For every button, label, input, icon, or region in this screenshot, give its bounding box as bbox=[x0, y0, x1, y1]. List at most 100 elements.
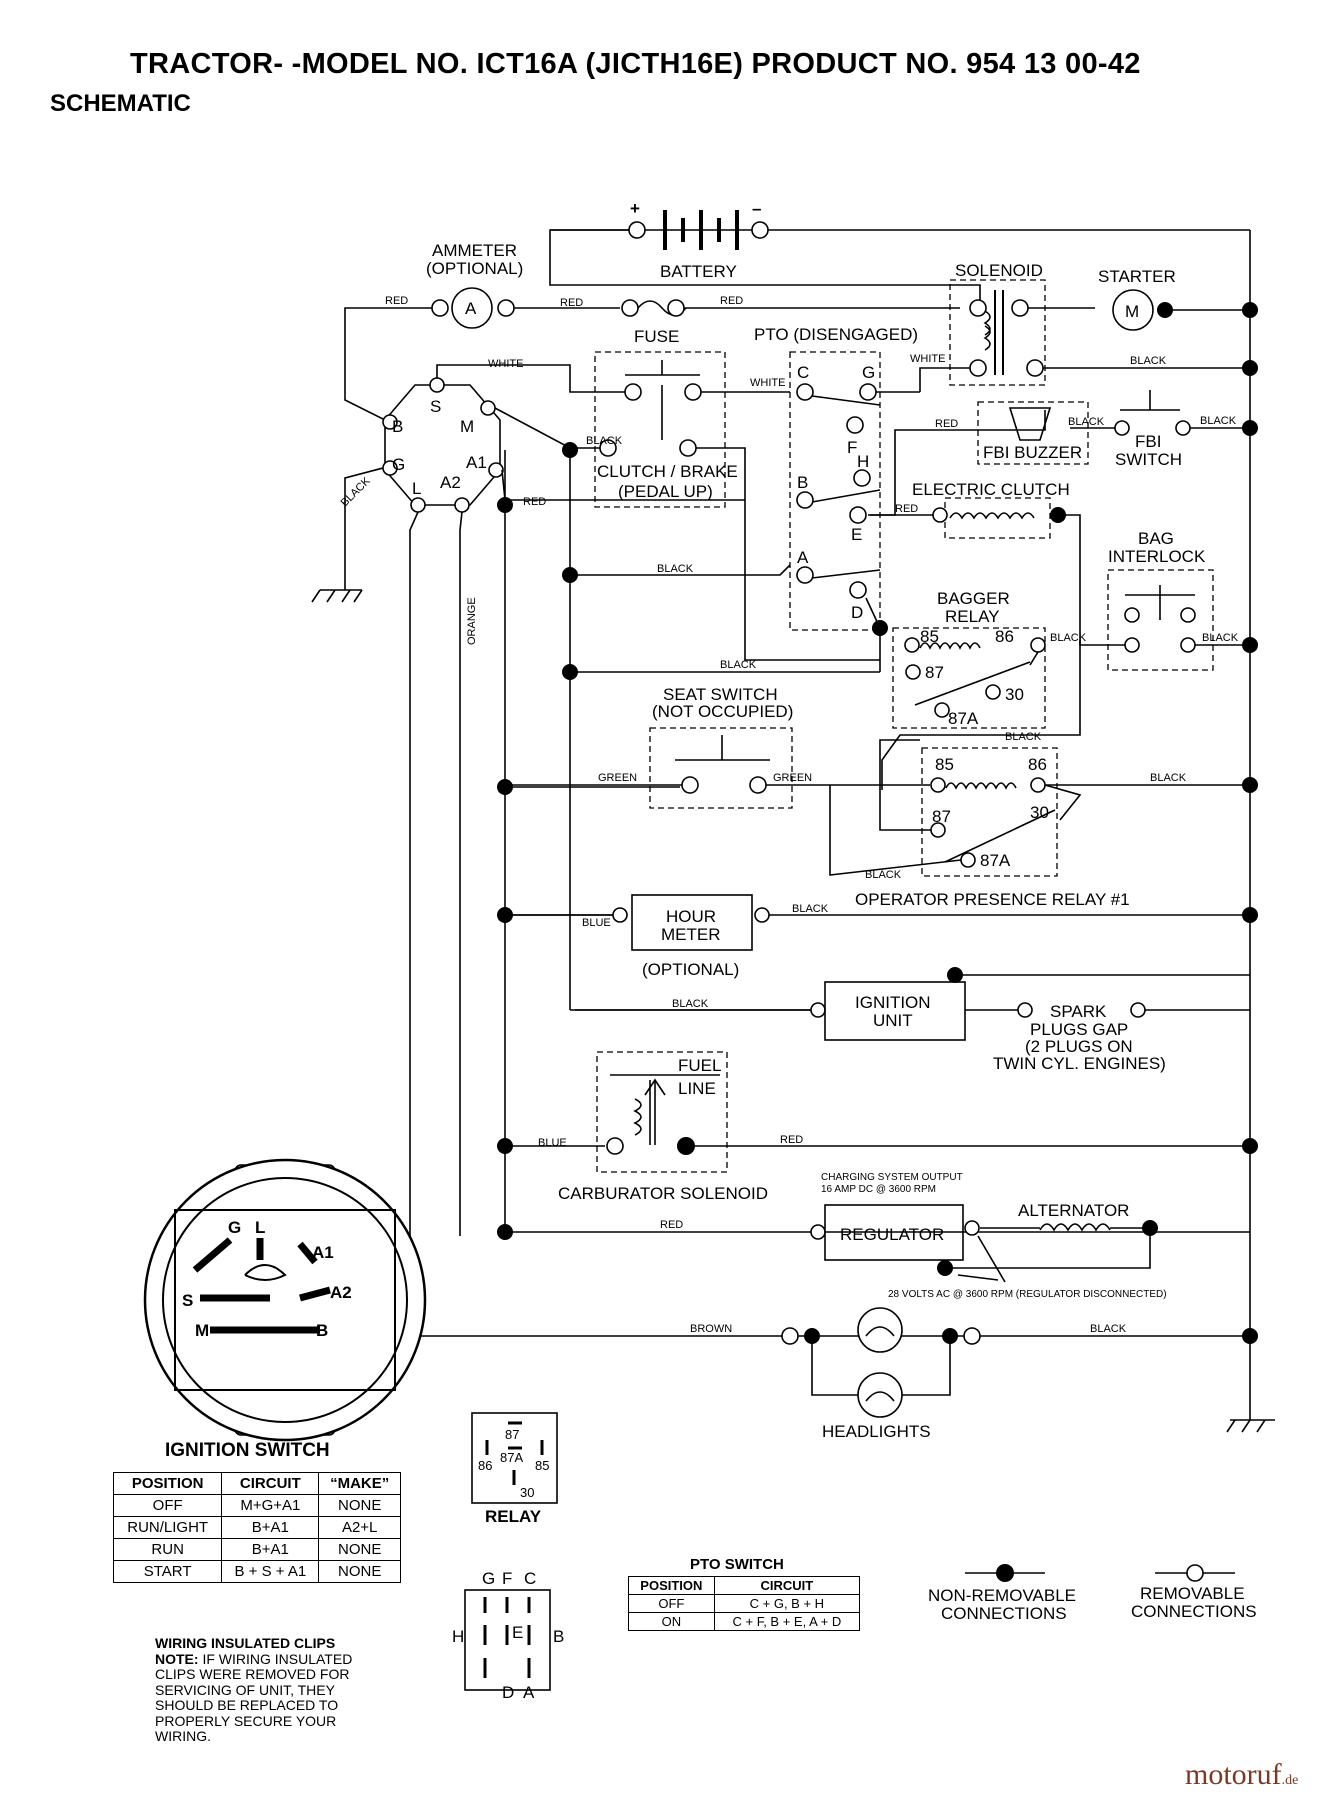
wire-label-black: BLACK bbox=[672, 998, 709, 1010]
fuel-line-label: FUEL bbox=[678, 1056, 721, 1075]
spark-label-4: TWIN CYL. ENGINES) bbox=[993, 1054, 1166, 1073]
pto-terminal-a: A bbox=[797, 548, 809, 567]
table-header: “MAKE” bbox=[318, 1472, 401, 1495]
operator-presence-relay-symbol bbox=[829, 739, 1258, 877]
table-cell: START bbox=[112, 1560, 223, 1583]
wire-label-white: WHITE bbox=[910, 353, 945, 365]
battery-plus-label: + bbox=[630, 199, 640, 218]
ground-symbol bbox=[1226, 1405, 1275, 1433]
ignition-switch-schematic bbox=[311, 364, 1250, 1337]
spark-label: SPARK bbox=[1050, 1002, 1107, 1021]
wire-label-brown: BROWN bbox=[690, 1323, 732, 1335]
ammeter-symbol bbox=[344, 287, 620, 421]
table-cell: NONE bbox=[318, 1538, 401, 1561]
relay-pin-85: 85 bbox=[535, 1458, 549, 1473]
ammeter-label: AMMETER bbox=[432, 241, 517, 260]
table-header-row: POSITION CIRCUIT “MAKE” bbox=[112, 1472, 401, 1495]
table-cell: A2+L bbox=[318, 1516, 401, 1539]
legend-non-removable-2: CONNECTIONS bbox=[941, 1604, 1067, 1623]
pto-terminal-e: E bbox=[851, 525, 862, 544]
note-label: NOTE: bbox=[155, 1650, 199, 1667]
table-cell: C + F, B + E, A + D bbox=[713, 1612, 861, 1631]
table-row: START B + S + A1 NONE bbox=[112, 1560, 401, 1583]
opr-terminal-87: 87 bbox=[932, 807, 951, 826]
wire-label-red: RED bbox=[720, 295, 743, 307]
ignition-terminal-a2: A2 bbox=[330, 1283, 352, 1302]
relay-pin-87a: 87A bbox=[500, 1450, 523, 1465]
terminal-g: G bbox=[392, 455, 405, 474]
wire-label-black: BLACK bbox=[1200, 415, 1237, 427]
wire-label-black: BLACK bbox=[720, 659, 757, 671]
opr-terminal-85: 85 bbox=[935, 755, 954, 774]
carb-solenoid-label: CARBURATOR SOLENOID bbox=[558, 1184, 768, 1203]
relay-pin-87: 87 bbox=[505, 1427, 519, 1442]
page-title: TRACTOR- -MODEL NO. ICT16A (JICTH16E) PR… bbox=[130, 48, 1141, 80]
pto-switch-table: POSITION CIRCUIT OFF C + G, B + H ON C +… bbox=[628, 1576, 861, 1631]
pto-terminal-h: H bbox=[857, 452, 869, 471]
wire-label-white: WHITE bbox=[750, 377, 785, 389]
seat-switch-label-2: (NOT OCCUPIED) bbox=[652, 702, 793, 721]
wire-label-black: BLACK bbox=[1150, 772, 1187, 784]
electric-clutch-symbol bbox=[881, 497, 1081, 790]
ignition-terminal-g: G bbox=[228, 1218, 241, 1237]
bagger-relay-label-2: RELAY bbox=[945, 607, 1000, 626]
connection-legend bbox=[965, 1564, 1235, 1582]
regulator-label: REGULATOR bbox=[840, 1225, 944, 1244]
solenoid-symbol bbox=[949, 279, 1250, 386]
ignition-terminal-b: B bbox=[316, 1321, 328, 1340]
table-header: POSITION bbox=[628, 1576, 715, 1595]
relay-terminal-87a: 87A bbox=[948, 709, 979, 728]
terminal-a1: A1 bbox=[466, 453, 487, 472]
relay-terminal-87: 87 bbox=[925, 663, 944, 682]
battery-minus-label: – bbox=[752, 199, 761, 218]
table-cell: ON bbox=[628, 1612, 715, 1631]
terminal-l: L bbox=[412, 479, 421, 498]
watermark-domain: .de bbox=[1281, 1773, 1299, 1788]
table-cell: OFF bbox=[112, 1494, 223, 1517]
relay-pinout bbox=[471, 1412, 558, 1504]
ammeter-optional-label: (OPTIONAL) bbox=[426, 259, 523, 278]
table-cell: C + G, B + H bbox=[713, 1594, 861, 1613]
fuse-label: FUSE bbox=[634, 327, 679, 346]
bagger-relay-label: BAGGER bbox=[937, 589, 1010, 608]
ignition-terminal-a1: A1 bbox=[312, 1243, 334, 1262]
pto-switch-title: PTO SWITCH bbox=[690, 1556, 784, 1573]
battery-label: BATTERY bbox=[660, 262, 737, 281]
note-title: WIRING INSULATED CLIPS bbox=[155, 1635, 336, 1651]
wire-label-white: WHITE bbox=[488, 358, 523, 370]
relay-terminal-30: 30 bbox=[1005, 685, 1024, 704]
table-row: OFF M+G+A1 NONE bbox=[112, 1494, 401, 1517]
table-cell: RUN bbox=[112, 1538, 223, 1561]
wire-label-red: RED bbox=[523, 496, 546, 508]
relay-pin-30: 30 bbox=[520, 1485, 534, 1500]
ignition-terminal-m: M bbox=[195, 1321, 209, 1340]
fbi-buzzer-label: FBI BUZZER bbox=[983, 443, 1082, 462]
wire-label-black: BLACK bbox=[1050, 632, 1087, 644]
wiring-clips-note: WIRING INSULATED CLIPS NOTE: IF WIRING I… bbox=[155, 1635, 385, 1745]
pto-label: PTO (DISENGAGED) bbox=[754, 325, 918, 344]
wire-label-black: BLACK bbox=[657, 563, 694, 575]
table-cell: OFF bbox=[628, 1594, 715, 1613]
hour-meter-optional-label: (OPTIONAL) bbox=[642, 960, 739, 979]
clutch-brake-switch bbox=[594, 351, 880, 661]
relay-terminal-85: 85 bbox=[920, 627, 939, 646]
wire-label-red: RED bbox=[780, 1134, 803, 1146]
terminal-b: B bbox=[392, 417, 403, 436]
charging-label-2: 16 AMP DC @ 3600 RPM bbox=[821, 1184, 936, 1195]
starter-symbol-letter: M bbox=[1125, 302, 1139, 321]
headlights-symbol bbox=[781, 1307, 1258, 1418]
table-row: ON C + F, B + E, A + D bbox=[628, 1612, 861, 1631]
bag-interlock-label: BAG bbox=[1138, 529, 1174, 548]
wire-label-black: BLACK bbox=[1130, 355, 1167, 367]
opr-terminal-87a: 87A bbox=[980, 851, 1011, 870]
relay-terminal-86: 86 bbox=[995, 627, 1014, 646]
pto-pin-f: F bbox=[502, 1569, 512, 1588]
wire-white-solenoid bbox=[919, 367, 970, 392]
battery-symbol bbox=[549, 210, 1250, 300]
table-header-row: POSITION CIRCUIT bbox=[628, 1576, 861, 1595]
wire-label-black: BLACK bbox=[1090, 1323, 1127, 1335]
table-header: CIRCUIT bbox=[221, 1472, 320, 1495]
bag-interlock-symbol bbox=[1079, 569, 1258, 671]
wire-label-black: BLACK bbox=[1005, 731, 1042, 743]
